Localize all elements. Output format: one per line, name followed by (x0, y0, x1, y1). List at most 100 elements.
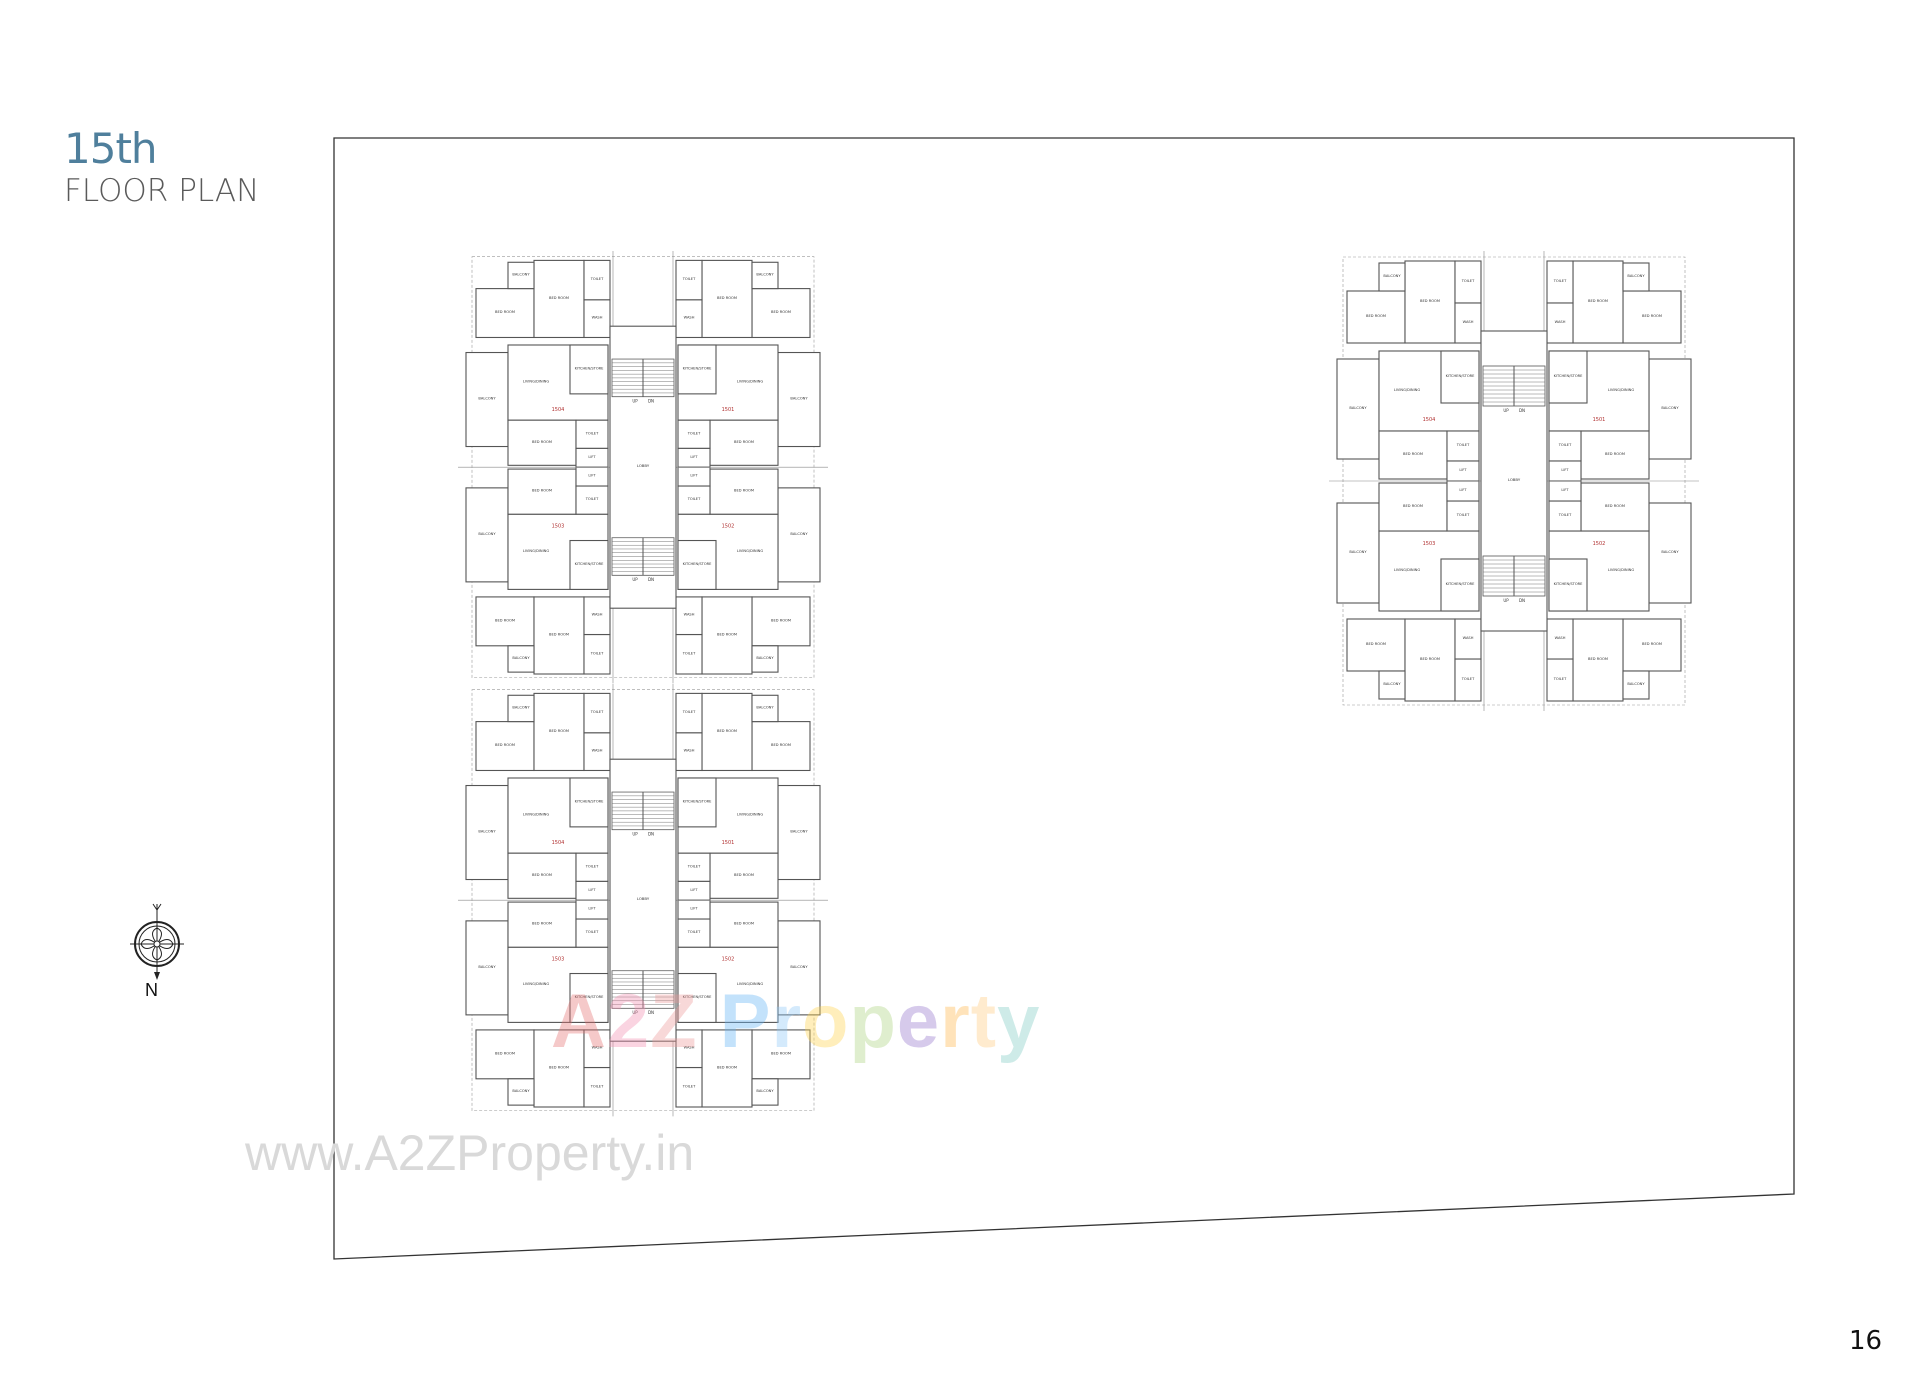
room-label: BALCONY (1349, 550, 1367, 554)
room-wash (1454, 302, 1482, 344)
room-toilet (583, 692, 611, 734)
room-bed (709, 901, 779, 948)
room-toilet (583, 633, 611, 675)
room-wash (1546, 302, 1574, 344)
room-bed (1404, 260, 1456, 344)
room-wash (675, 596, 703, 636)
room-label: LIFT (1561, 488, 1569, 492)
watermark-letter: 2 (606, 979, 651, 1064)
room-label: BALCONY (756, 272, 774, 276)
room-label: BED ROOM (1366, 314, 1386, 318)
room-kitchen (677, 344, 717, 395)
watermark-letter: r (940, 979, 971, 1064)
room-label: KITCHEN/STORE (1554, 374, 1584, 378)
stair-up-label: UP (1503, 408, 1509, 413)
room-label: BALCONY (1627, 274, 1645, 278)
watermark-letter (698, 979, 720, 1064)
room-label: BED ROOM (1642, 314, 1662, 318)
room-label: BED ROOM (549, 632, 569, 636)
room-label: KITCHEN/STORE (1554, 582, 1584, 586)
room-label: BALCONY (1383, 682, 1401, 686)
room-wash (583, 596, 611, 636)
room-label: BALCONY (1349, 406, 1367, 410)
room-bed (701, 259, 753, 339)
room-toilet (575, 485, 609, 515)
room-label: BED ROOM (771, 618, 791, 622)
room-balcony (1622, 670, 1650, 700)
room-label: LIFT (690, 455, 698, 459)
room-balcony (465, 487, 509, 583)
room-label: TOILET (590, 1084, 604, 1088)
room-bed (475, 288, 535, 339)
room-label: TOILET (687, 497, 701, 501)
room-label: TOILET (590, 710, 604, 714)
room-label: BED ROOM (734, 873, 754, 877)
watermark-logo: A2Z Property (551, 978, 1040, 1065)
room-label: BED ROOM (495, 310, 515, 314)
room-bed (475, 721, 535, 772)
room-label: BED ROOM (717, 296, 737, 300)
room-label: BED ROOM (717, 729, 737, 733)
room-label: KITCHEN/STORE (575, 799, 605, 803)
room-balcony (1378, 670, 1406, 700)
stair-down-label: DN (1519, 598, 1525, 603)
room-label: BED ROOM (1420, 657, 1440, 661)
room-label: TOILET (1553, 279, 1567, 283)
staircase (611, 791, 675, 831)
room-balcony (465, 784, 509, 881)
room-toilet (1446, 500, 1480, 532)
floor-number: 15th (64, 124, 158, 173)
room-kitchen (569, 777, 609, 828)
room-label: BED ROOM (549, 1065, 569, 1069)
room-balcony (1378, 262, 1406, 292)
room-label: LIVING/DINING (1394, 388, 1421, 392)
room-label: BALCONY (512, 656, 530, 660)
room-label: LIVING/DINING (737, 982, 764, 986)
room-toilet (575, 852, 609, 882)
flat-number: 1503 (552, 523, 565, 529)
room-label: BALCONY (790, 397, 808, 401)
room-label: LIVING/DINING (1608, 568, 1635, 572)
room-kitchen (677, 777, 717, 828)
flat-number: 1504 (552, 407, 565, 413)
room-bed (1346, 618, 1406, 672)
watermark-letter: Z (650, 979, 698, 1064)
room-bed (1346, 290, 1406, 344)
room-label: BED ROOM (549, 729, 569, 733)
room-label: TOILET (1553, 677, 1567, 681)
room-balcony (507, 1078, 535, 1106)
room-bed (1622, 618, 1682, 672)
room-bed (475, 1029, 535, 1080)
room-toilet (675, 633, 703, 675)
room-bed (751, 288, 811, 339)
room-bed (709, 468, 779, 515)
room-bed (1622, 290, 1682, 344)
room-label: BED ROOM (1605, 452, 1625, 456)
room-label: BED ROOM (734, 440, 754, 444)
flat-number: 1502 (722, 523, 735, 529)
room-toilet (677, 918, 711, 948)
room-label: BED ROOM (771, 743, 791, 747)
room-bed (533, 596, 585, 675)
room-label: TOILET (585, 431, 599, 435)
room-label: WASH (592, 1046, 603, 1050)
room-label: BALCONY (790, 965, 808, 969)
room-label: BALCONY (512, 272, 530, 276)
room-label: WASH (684, 316, 695, 320)
room-toilet (575, 419, 609, 449)
plan-labels: BED ROOM BED ROOM TOILET WASH BALCONY BALCONY… (478, 272, 808, 1093)
lobby-label: LOBBY (637, 896, 650, 901)
flat-number: 1504 (1423, 417, 1436, 423)
room-label: BED ROOM (549, 296, 569, 300)
room-bed (507, 468, 577, 515)
room-balcony (507, 694, 535, 723)
room-label: LIFT (1561, 468, 1569, 472)
room-bed (1580, 430, 1650, 480)
room-bed (701, 692, 753, 772)
room-label: BALCONY (1627, 682, 1645, 686)
room-bed (1572, 260, 1624, 344)
flat-number: 1503 (1423, 541, 1436, 547)
watermark-url: www.A2ZProperty.in (245, 1125, 695, 1181)
room-wash (1454, 618, 1482, 660)
